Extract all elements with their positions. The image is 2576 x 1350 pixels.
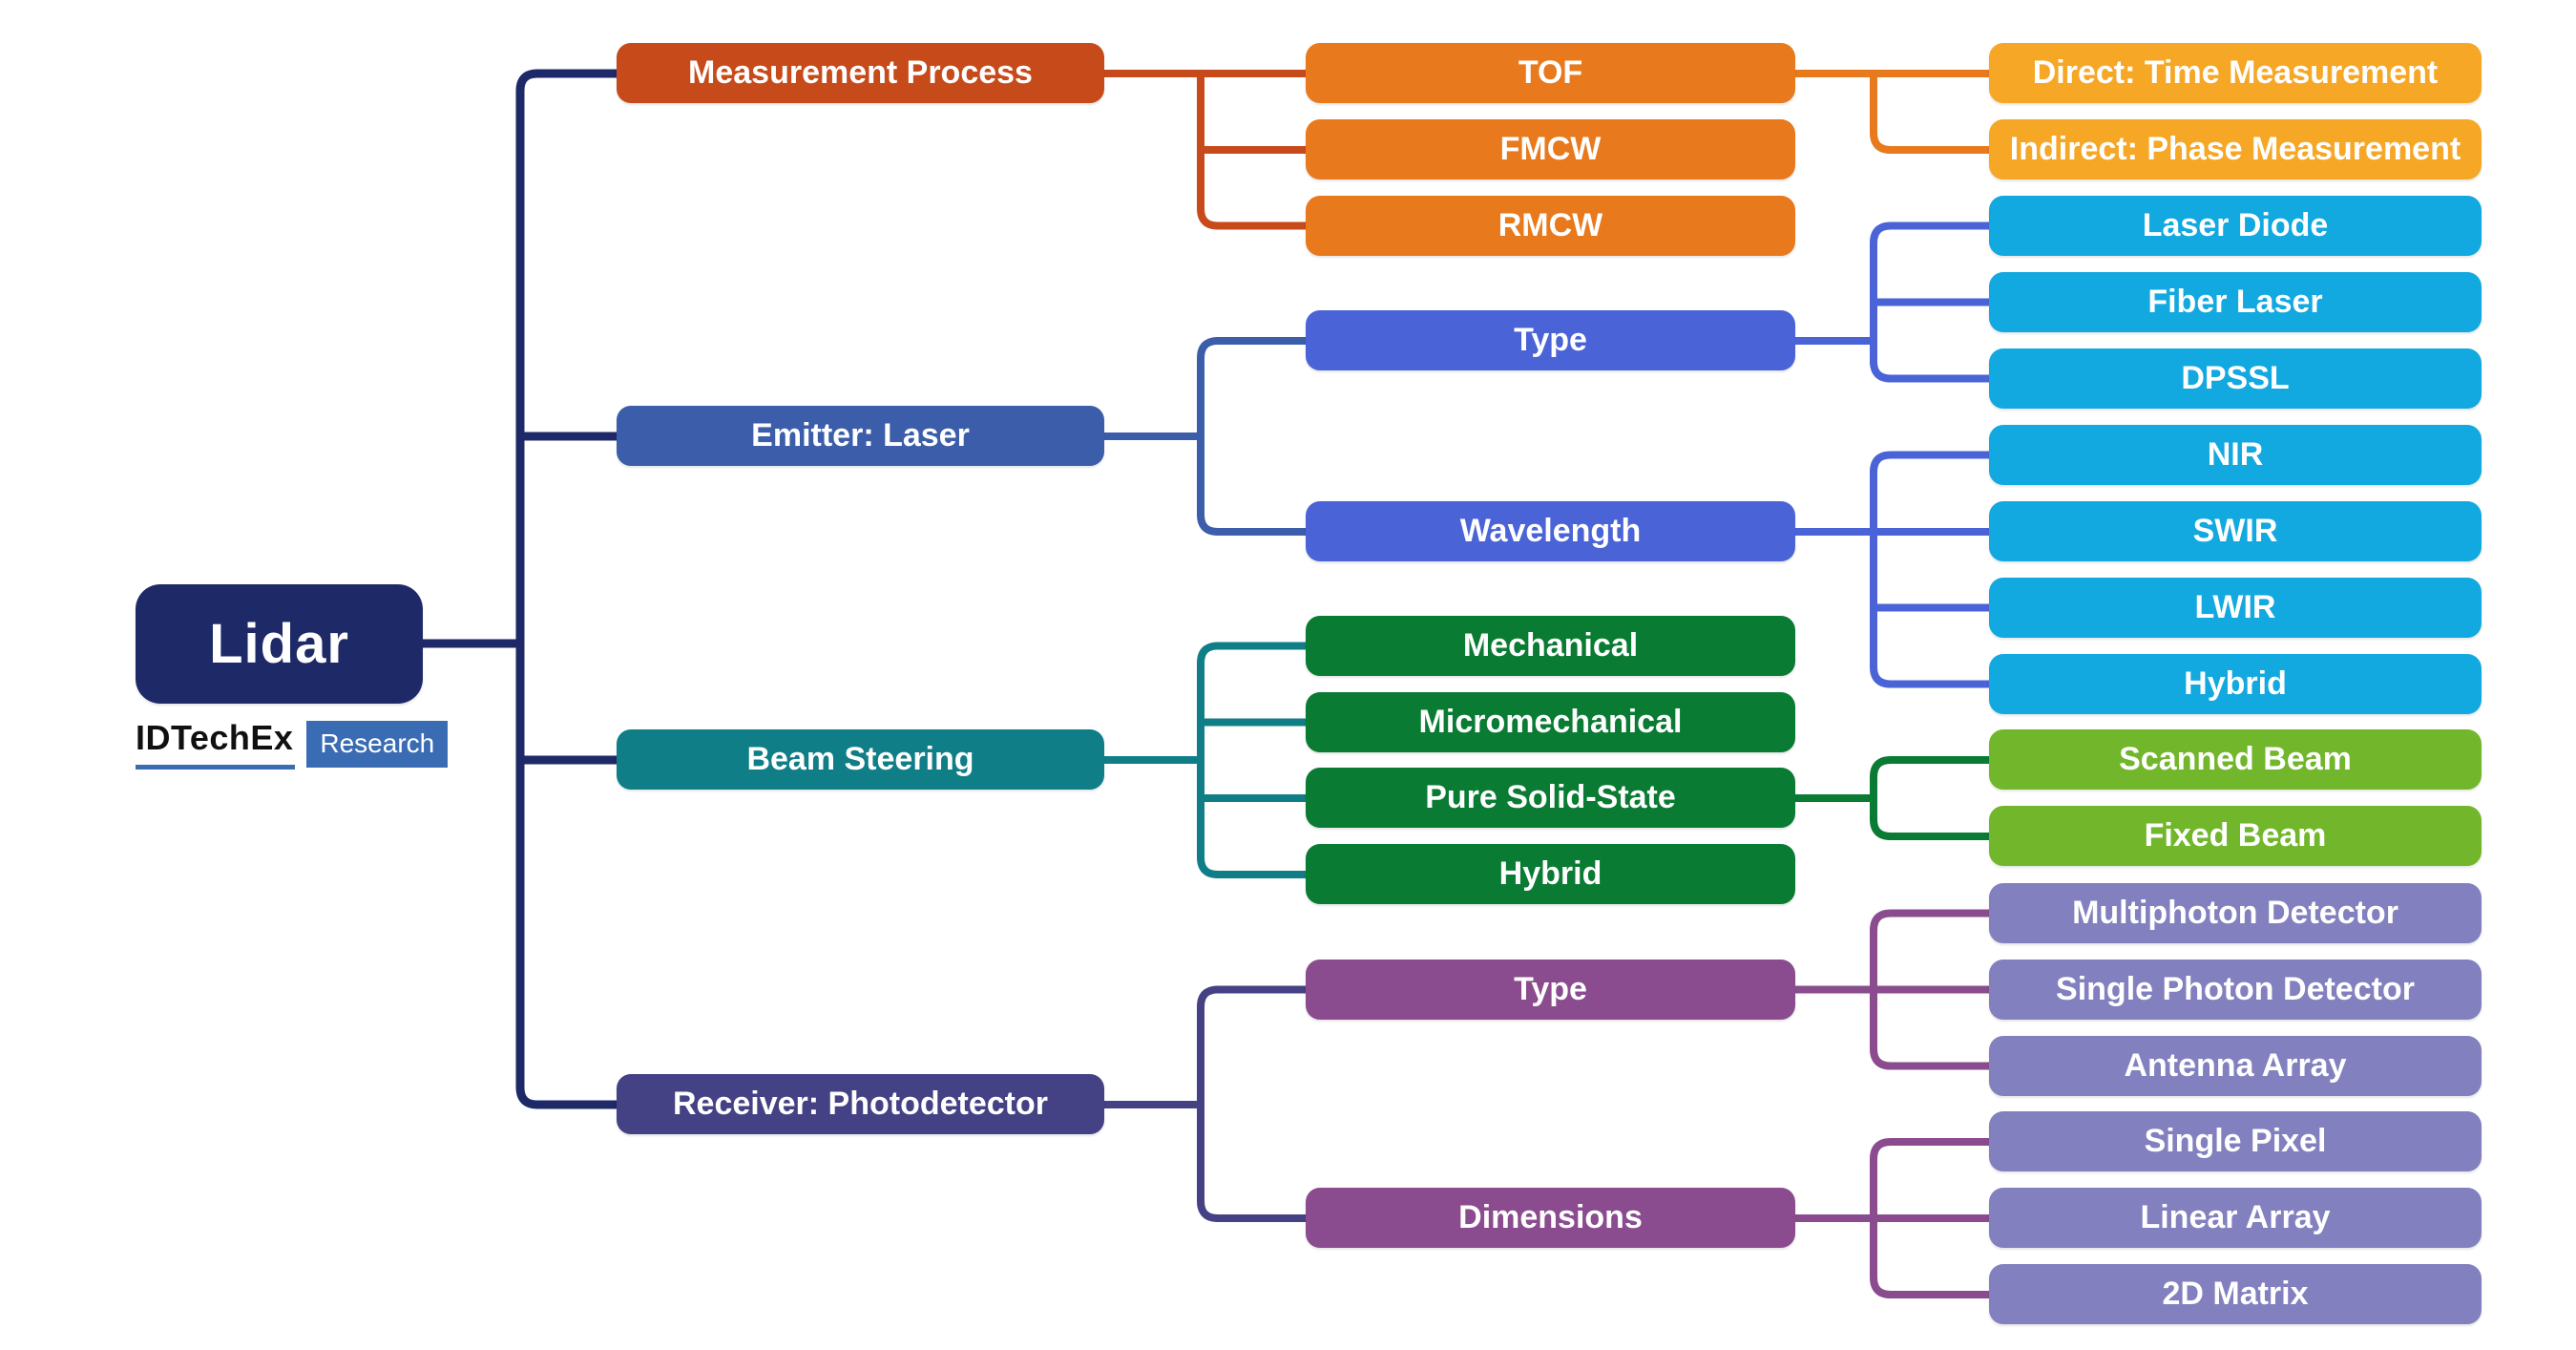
node-measurement-process: Measurement Process [617, 43, 1104, 103]
node-wavelength-hybrid: Hybrid [1989, 654, 2482, 714]
node-dimensions: Dimensions [1306, 1188, 1795, 1248]
connector-root-trunk [423, 69, 617, 1109]
connector-pure-solid-state [1795, 756, 1989, 840]
connector-detector-type [1795, 909, 1989, 1070]
connector-tof [1795, 70, 1989, 154]
node-fixed-beam: Fixed Beam [1989, 806, 2482, 866]
connector-dimensions [1795, 1138, 1989, 1298]
node-dpssl: DPSSL [1989, 348, 2482, 409]
node-swir: SWIR [1989, 501, 2482, 561]
idtechex-logo: IDTechEx Research [136, 718, 449, 770]
node-emitter-laser: Emitter: Laser [617, 406, 1104, 466]
node-2d-matrix: 2D Matrix [1989, 1264, 2482, 1324]
node-scanned-beam: Scanned Beam [1989, 729, 2482, 790]
node-fmcw: FMCW [1306, 119, 1795, 179]
node-root-lidar: Lidar [136, 584, 423, 704]
node-tof: TOF [1306, 43, 1795, 103]
connector-emitter [1104, 337, 1306, 536]
node-rmcw: RMCW [1306, 196, 1795, 256]
node-pure-solid-state: Pure Solid-State [1306, 768, 1795, 828]
node-direct-time-measurement: Direct: Time Measurement [1989, 43, 2482, 103]
connector-receiver [1104, 985, 1306, 1222]
node-detector-type: Type [1306, 960, 1795, 1020]
node-micromechanical: Micromechanical [1306, 692, 1795, 752]
node-single-photon-detector: Single Photon Detector [1989, 960, 2482, 1020]
connector-measurement-process [1104, 70, 1306, 230]
node-nir: NIR [1989, 425, 2482, 485]
connector-laser-type [1795, 221, 1989, 383]
node-multiphoton-detector: Multiphoton Detector [1989, 883, 2482, 943]
node-receiver-photodetector: Receiver: Photodetector [617, 1074, 1104, 1134]
node-beam-steering: Beam Steering [617, 729, 1104, 790]
node-laser-diode: Laser Diode [1989, 196, 2482, 256]
node-wavelength: Wavelength [1306, 501, 1795, 561]
node-indirect-phase-measurement: Indirect: Phase Measurement [1989, 119, 2482, 179]
node-mechanical: Mechanical [1306, 616, 1795, 676]
node-laser-type: Type [1306, 310, 1795, 370]
connector-wavelength [1795, 451, 1989, 688]
node-steering-hybrid: Hybrid [1306, 844, 1795, 904]
node-lwir: LWIR [1989, 578, 2482, 638]
idtechex-wordmark: IDTechEx [136, 718, 296, 770]
node-fiber-laser: Fiber Laser [1989, 272, 2482, 332]
idtechex-research-badge: Research [306, 720, 449, 768]
node-antenna-array: Antenna Array [1989, 1036, 2482, 1096]
node-linear-array: Linear Array [1989, 1188, 2482, 1248]
node-single-pixel: Single Pixel [1989, 1111, 2482, 1171]
connector-beam-steering [1104, 642, 1306, 878]
